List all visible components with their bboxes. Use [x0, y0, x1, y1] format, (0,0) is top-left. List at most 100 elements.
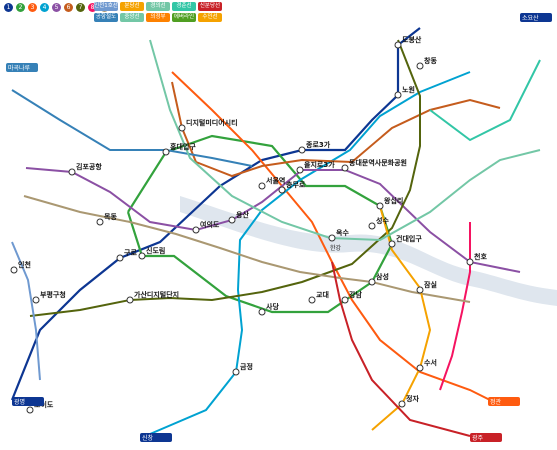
station-changdong-label: 창동	[424, 56, 437, 65]
station-yeouido-marker[interactable]	[192, 226, 200, 234]
station-oksu-label: 옥수	[336, 228, 349, 237]
station-incheon-label: 인천	[18, 260, 31, 269]
legend-named-line: 공항철도	[94, 13, 118, 22]
station-gyodae-label: 교대	[316, 290, 329, 299]
line-incheon1	[11, 241, 41, 381]
station-yongsan-label: 용산	[236, 210, 249, 219]
station-chungmuro-label: 충무로	[286, 180, 306, 189]
han-river-label: 한강	[330, 244, 342, 252]
station-mokdong-label: 목동	[104, 212, 117, 221]
station-jamsil-marker[interactable]	[416, 286, 424, 294]
station-cheonho-label: 천호	[474, 252, 487, 261]
terminal-magok-label: 마곡나루	[8, 64, 31, 72]
terminal-gwangju	[470, 433, 502, 442]
station-gangnam-label: 강남	[349, 290, 362, 299]
line-9	[23, 195, 471, 303]
station-dobongsan-label: 도봉산	[402, 35, 422, 44]
legend-named-line: 신분당선	[198, 2, 222, 11]
station-geumjeong-label: 금정	[240, 362, 253, 371]
terminal-soyosan	[520, 13, 552, 22]
terminal-gwangju-label: 광주	[472, 435, 484, 442]
han-river	[180, 196, 557, 306]
station-dongdaemun-label: 동대문역사문화공원	[349, 158, 407, 167]
legend-line-8: 8	[88, 3, 97, 12]
station-jongno3ga-marker[interactable]	[298, 146, 306, 154]
line-airport	[11, 89, 253, 167]
station-konkuk-marker[interactable]	[388, 240, 396, 248]
station-seoul-label: 서울역	[266, 176, 285, 185]
legend-line-2: 2	[16, 3, 25, 12]
terminal-gwangmyeong	[12, 397, 44, 406]
legend-line-3: 3	[28, 3, 37, 12]
legend-named-line: 인천1호선	[94, 2, 118, 11]
legend-named-line: 수인선	[198, 13, 222, 22]
station-wangsimni-marker[interactable]	[376, 202, 384, 210]
station-wangsimni-label: 왕십리	[384, 196, 403, 205]
station-nowon-marker[interactable]	[394, 91, 402, 99]
station-bucheon-label: 부평구청	[40, 290, 66, 299]
station-oksu-marker[interactable]	[328, 234, 336, 242]
station-yeouido-label: 여의도	[200, 220, 220, 229]
station-gimpo-marker[interactable]	[68, 168, 76, 176]
station-jeongja-marker[interactable]	[398, 400, 406, 408]
legend-named-line: 경춘선	[172, 2, 196, 11]
terminal-magok	[6, 63, 38, 72]
legend-line-1: 1	[4, 3, 13, 12]
station-dongdaemun-marker[interactable]	[341, 164, 349, 172]
station-euljiro-marker[interactable]	[296, 166, 304, 174]
station-dobongsan-marker[interactable]	[394, 41, 402, 49]
legend-named-line: 분당선	[120, 2, 144, 11]
station-cheonho-marker[interactable]	[466, 258, 474, 266]
station-guro-marker[interactable]	[116, 254, 124, 262]
station-oido-marker[interactable]	[26, 406, 34, 414]
line-6	[171, 81, 501, 178]
line-gyeongchun	[429, 59, 541, 142]
station-gangnam-marker[interactable]	[341, 296, 349, 304]
line-5	[25, 167, 521, 273]
legend-line-6: 6	[64, 3, 73, 12]
station-geumjeong-marker[interactable]	[232, 368, 240, 376]
station-mokdong-marker[interactable]	[96, 218, 104, 226]
station-gasan-marker[interactable]	[126, 296, 134, 304]
legend-line-5: 5	[52, 3, 61, 12]
terminal-soyosan-label: 소요산	[522, 14, 539, 22]
station-jamsil-label: 잠실	[424, 280, 437, 289]
line-8	[439, 222, 471, 391]
station-gimpo-label: 김포공항	[76, 162, 102, 171]
station-seoul-marker[interactable]	[258, 182, 266, 190]
line-7	[29, 39, 421, 317]
legend-named-line: 의정부	[146, 13, 170, 22]
station-guro-label: 구로	[124, 249, 137, 257]
station-sindorim-marker[interactable]	[138, 252, 146, 260]
station-gyodae-marker[interactable]	[308, 296, 316, 304]
station-sadang-marker[interactable]	[258, 308, 266, 316]
station-samseong-marker[interactable]	[368, 278, 376, 286]
station-dmc-marker[interactable]	[178, 124, 186, 132]
line-shinbundang	[331, 261, 471, 437]
station-incheon-marker[interactable]	[10, 266, 18, 274]
terminal-sinchang	[140, 433, 172, 442]
station-changdong-marker[interactable]	[416, 62, 424, 70]
terminal-jeonggwan-label: 정관	[490, 398, 502, 406]
station-dmc-label: 디지털미디어시티	[186, 118, 238, 127]
line-4	[149, 71, 471, 435]
legend-named-line: 경의선	[146, 2, 170, 11]
station-bucheon-marker[interactable]	[32, 296, 40, 304]
legend-line-7: 7	[76, 3, 85, 12]
station-gasan-label: 가산디지털단지	[134, 290, 179, 299]
station-oido-label: 오이도	[34, 400, 54, 409]
station-samseong-label: 삼성	[376, 272, 389, 281]
station-yongsan-marker[interactable]	[228, 216, 236, 224]
legend-named-line: 중앙선	[120, 13, 144, 22]
station-seongsu-label: 성수	[376, 216, 389, 225]
station-hongdae-marker[interactable]	[162, 148, 170, 156]
station-sadang-label: 사당	[266, 302, 279, 311]
station-chungmuro-marker[interactable]	[278, 186, 286, 194]
terminal-sinchang-label: 신창	[142, 434, 154, 442]
station-suseo-marker[interactable]	[416, 364, 424, 372]
station-seongsu-marker[interactable]	[368, 222, 376, 230]
station-euljiro-label: 을지로3가	[304, 160, 335, 169]
